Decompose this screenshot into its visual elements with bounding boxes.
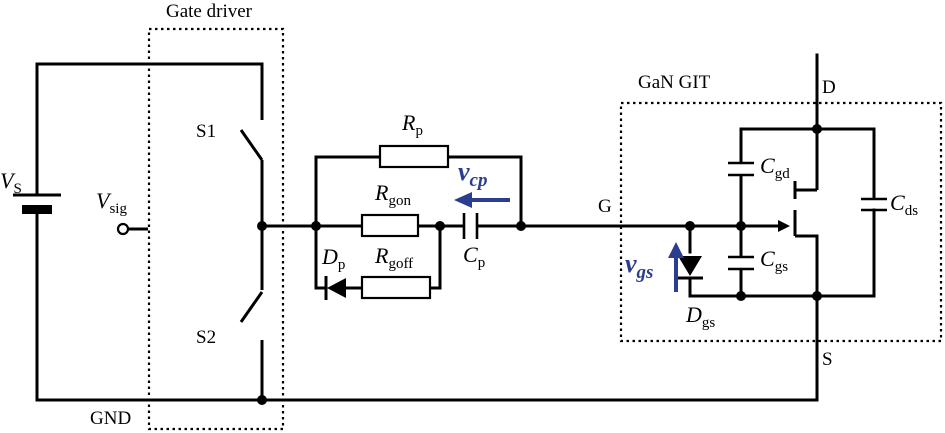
source-terminal-label: S [822,349,833,370]
s2-label: S2 [196,327,216,348]
gan-wiring [688,53,876,298]
s1-label: S1 [196,121,216,142]
cp-label: Cp [463,242,485,271]
vcp-arrow [454,192,510,208]
capacitor-cp [455,213,486,239]
gate-terminal-label: G [598,196,612,217]
gan-git-title: GaN GIT [638,72,711,93]
resistor-rp [378,144,450,169]
switch-s1 [239,115,264,226]
vsig-terminal [116,222,148,236]
diode-dp [324,276,346,300]
drain-terminal-label: D [822,77,836,98]
vgs-arrow [668,242,684,292]
gate-driver-box [147,27,285,431]
vcp-label: vcp [458,157,487,191]
capacitor-cgs [728,255,754,271]
cgs-label: Cgs [760,246,788,275]
capacitor-cds [861,197,887,212]
switch-s2 [239,226,264,345]
vsig-label: Vsig [96,188,127,217]
gate-driver-title: Gate driver [166,1,253,22]
junction-dots [257,124,822,405]
gnd-label: GND [90,408,131,429]
gan-transistor [741,168,819,238]
cds-label: Cds [890,190,918,219]
battery-vs [13,193,61,214]
dp-label: Dp [321,244,345,273]
vgs-label: vgs [625,249,653,283]
supply-wiring [35,62,819,402]
vs-label: VS [0,168,22,197]
rgon-label: Rgon [374,180,411,209]
capacitor-cgd [728,161,754,177]
dgs-label: Dgs [685,302,715,331]
cgd-label: Cgd [760,153,790,182]
gate-network-wiring [260,155,743,290]
gan-git-box [619,101,943,343]
rp-label: Rp [401,110,423,139]
resistor-rgon [360,213,420,238]
resistor-rgoff [360,275,432,300]
rgoff-label: Rgoff [374,243,413,272]
diode-dgs [677,256,703,280]
